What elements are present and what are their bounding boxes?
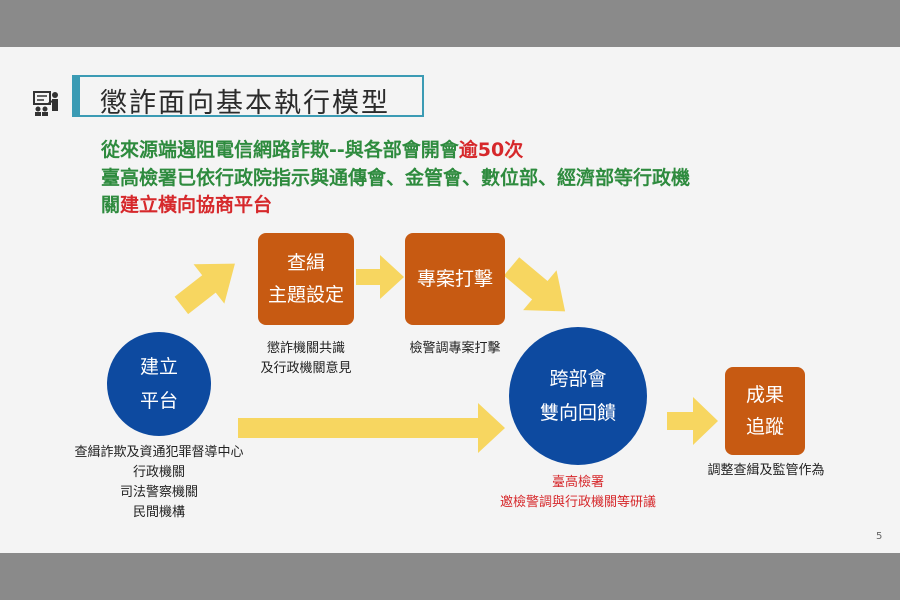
caption-results: 調整查緝及監管作為	[707, 463, 825, 478]
node-investigate: 查緝 主題設定	[258, 233, 354, 325]
arrow-icon	[238, 403, 505, 453]
arrow-icon	[667, 397, 718, 445]
node-strike: 專案打擊	[405, 233, 505, 325]
caption-investigate: 懲詐機關共識 及行政機關意見	[260, 341, 352, 376]
slide: 懲詐面向基本執行模型 從來源端遏阻電信網路詐欺--與各部會開會逾50次 臺高檢署…	[0, 47, 900, 553]
arrow-icon	[503, 257, 566, 312]
slide-title: 懲詐面向基本執行模型	[100, 88, 390, 119]
text-line-1: 從來源端遏阻電信網路詐欺--與各部會開會逾50次	[101, 139, 524, 161]
node-results: 成果 追蹤	[725, 367, 805, 455]
bottom-border	[0, 553, 900, 600]
caption-cross-dept: 臺高檢署 邀檢警調與行政機關等研議	[499, 475, 656, 510]
text-line-2: 臺高檢署已依行政院指示與通傳會、金管會、數位部、經濟部等行政機	[101, 167, 691, 189]
caption-platform: 查緝詐欺及資通犯罪督導中心 行政機關 司法警察機關 民間機構	[74, 445, 244, 520]
page-number: 5	[876, 531, 883, 542]
node-platform: 建立 平台	[107, 332, 211, 436]
top-border	[0, 0, 900, 47]
text-line-3: 關建立橫向協商平台	[101, 194, 273, 216]
node-cross-dept: 跨部會 雙向回饋	[509, 327, 647, 465]
title-frame	[72, 75, 424, 117]
presentation-icon	[33, 91, 58, 116]
arrow-icon	[356, 255, 404, 299]
caption-strike: 檢警調專案打擊	[409, 341, 501, 356]
arrow-icon	[174, 263, 235, 315]
flow-arrows	[174, 255, 718, 453]
